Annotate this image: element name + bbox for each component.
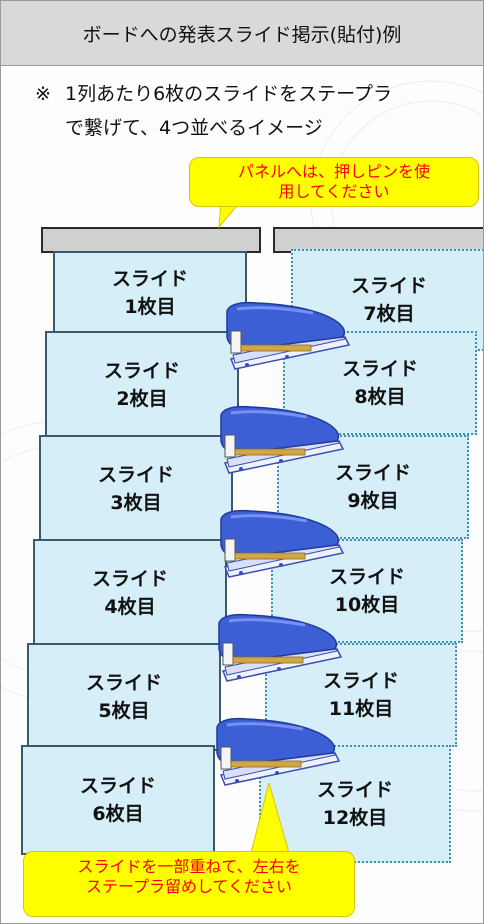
stapler-icon [211, 505, 347, 589]
slide-8-number: 8枚目 [354, 386, 406, 408]
slide-5-label: スライド [85, 672, 162, 694]
stapler-icon [207, 713, 343, 797]
page-title: ボードへの発表スライド掲示(貼付)例 [1, 1, 483, 66]
slide-1: スライド 1枚目 [53, 251, 247, 335]
slide-3: スライド 3枚目 [39, 435, 233, 543]
slide-3-label: スライド [97, 464, 174, 486]
slide-1-number: 1枚目 [124, 296, 176, 318]
slide-9-number: 9枚目 [347, 490, 399, 512]
slide-6-number: 6枚目 [92, 803, 144, 825]
note-line-1: 1列あたり6枚のスライドをステープラ [65, 83, 393, 105]
slide-3-number: 3枚目 [110, 492, 162, 514]
slide-5-number: 5枚目 [98, 700, 150, 722]
stapler-callout: スライドを一部重ねて、左右を ステープラ留めしてください [23, 851, 355, 917]
note-line-2: で繋げて、4つ並べるイメージ [65, 117, 323, 139]
pushpin-callout-line-1: パネルへは、押しピンを使 [237, 162, 430, 181]
stapler-callout-line-1: スライドを一部重ねて、左右を [77, 857, 301, 876]
slide-7-number: 7枚目 [363, 303, 415, 325]
slide-9-label: スライド [334, 462, 411, 484]
slide-7-label: スライド [350, 275, 427, 297]
slide-2-label: スライド [103, 360, 180, 382]
stapler-icon [217, 297, 353, 381]
note-mark: ※ [35, 83, 51, 105]
pushpin-callout-line-2: 用してください [278, 182, 390, 201]
slide-4: スライド 4枚目 [33, 539, 227, 647]
callout-pointer-bottom [250, 783, 290, 854]
slide-8-label: スライド [341, 358, 418, 380]
stapler-icon [209, 609, 345, 693]
callout-pointer-top [218, 201, 242, 229]
slide-10-label: スライド [328, 566, 405, 588]
slide-12-number: 12枚目 [322, 807, 388, 829]
stapler-callout-line-2: ステープラ留めしてください [85, 877, 293, 896]
slide-10-number: 10枚目 [334, 594, 400, 616]
slide-2: スライド 2枚目 [45, 331, 239, 439]
slide-4-number: 4枚目 [104, 596, 156, 618]
slide-2-number: 2枚目 [116, 388, 168, 410]
pushpin-callout: パネルへは、押しピンを使 用してください [189, 157, 479, 207]
slide-12-label: スライド [316, 779, 393, 801]
slide-1-label: スライド [111, 268, 188, 290]
slide-5: スライド 5枚目 [27, 643, 221, 751]
slide-6: スライド 6枚目 [21, 745, 215, 855]
stapler-icon [211, 401, 347, 485]
slide-6-label: スライド [79, 775, 156, 797]
slide-11-label: スライド [322, 670, 399, 692]
slide-11-number: 11枚目 [328, 698, 394, 720]
slide-4-label: スライド [91, 568, 168, 590]
page-title-text: ボードへの発表スライド掲示(貼付)例 [82, 23, 402, 46]
